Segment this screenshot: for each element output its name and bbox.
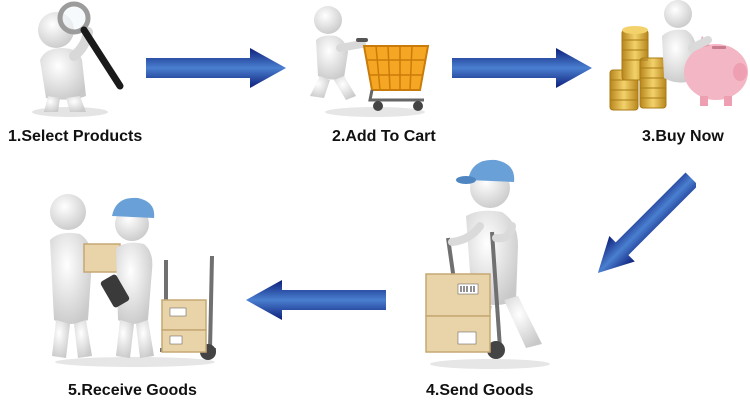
step-number: 5.	[68, 382, 82, 399]
arrow-left-icon	[246, 280, 386, 320]
step-label: Send Goods	[439, 382, 534, 399]
step-select-products: 1.Select Products	[0, 0, 143, 150]
arrow-step1-to-step2	[146, 48, 286, 88]
courier-hand-truck-icon	[425, 159, 550, 369]
step-label: Receive Goods	[81, 382, 197, 399]
step-label: Buy Now	[655, 128, 724, 145]
arrow-right-icon	[452, 48, 592, 88]
person-magnifier-icon	[32, 1, 124, 117]
arrow-step2-to-step3	[452, 48, 592, 88]
step-label: Select Products	[21, 128, 143, 145]
step-label: Add To Cart	[345, 128, 436, 145]
step-send-goods: 4.Send Goods	[400, 150, 570, 410]
step-number: 2.	[332, 128, 346, 145]
step-number: 1.	[8, 128, 22, 145]
arrow-step4-to-step5	[246, 280, 386, 320]
delivery-handover-icon	[50, 194, 216, 367]
step-receive-goods: 5.Receive Goods	[40, 190, 230, 410]
person-piggy-bank-coins-icon	[609, 0, 748, 111]
arrow-down-left-icon	[597, 172, 696, 273]
step-number: 4.	[426, 382, 440, 399]
step-add-to-cart: 2.Add To Cart	[300, 0, 450, 150]
arrow-right-icon	[146, 48, 286, 88]
step-number: 3.	[642, 128, 656, 145]
step-buy-now: 3.Buy Now	[600, 0, 750, 150]
arrow-step3-to-step4	[597, 172, 696, 273]
person-shopping-cart-icon	[310, 6, 430, 117]
